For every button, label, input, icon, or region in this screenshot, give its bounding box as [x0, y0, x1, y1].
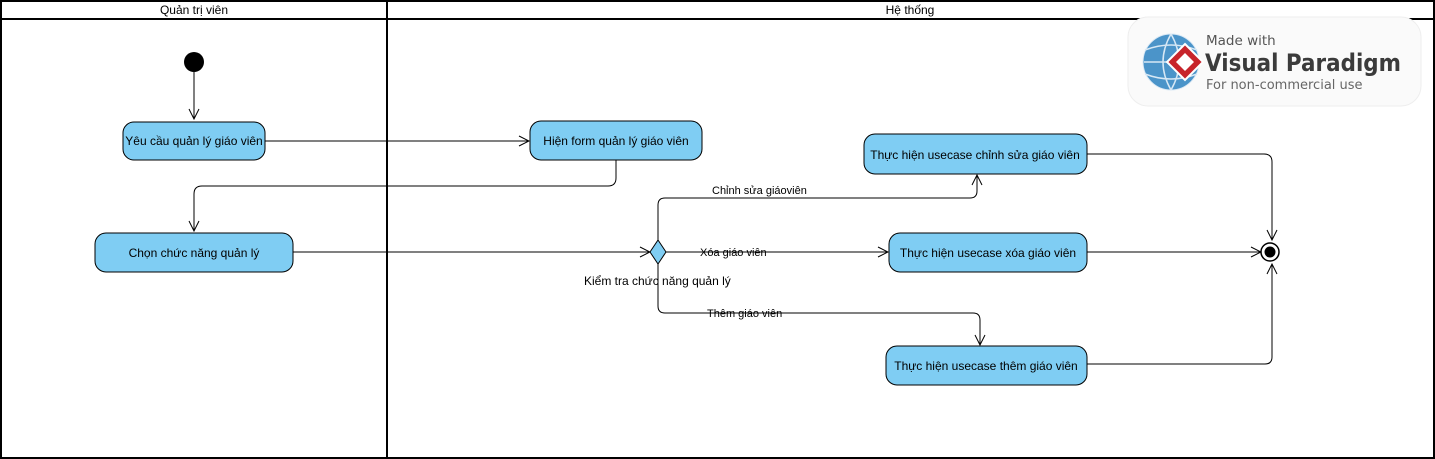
action-edit-teacher-usecase: Thực hiện usecase chỉnh sửa giáo viên — [863, 133, 1088, 175]
watermark-brand: Visual Paradigm — [1205, 49, 1401, 77]
edge-decision-to-edit — [657, 175, 977, 240]
watermark-made-with: Made with — [1206, 33, 1276, 49]
edge-add-to-end — [1087, 264, 1272, 365]
svg-text:Chọn chức năng quản lý: Chọn chức năng quản lý — [129, 246, 260, 260]
svg-text:Yêu cầu quản lý giáo viên: Yêu cầu quản lý giáo viên — [125, 134, 262, 148]
decision-label: Kiểm tra chức năng quản lý — [584, 274, 731, 288]
edge-decision-to-add — [657, 264, 980, 345]
action-add-teacher-usecase: Thực hiện usecase thêm giáo viên — [885, 345, 1088, 386]
visual-paradigm-logo-icon — [1142, 33, 1205, 91]
decision-node — [649, 239, 667, 265]
action-request-teacher-management: Yêu cầu quản lý giáo viên — [122, 121, 266, 161]
svg-text:Thực hiện usecase xóa giáo viê: Thực hiện usecase xóa giáo viên — [900, 246, 1076, 260]
start-node — [184, 52, 204, 72]
edges — [194, 72, 1272, 365]
lane-title-system: Hệ thống — [886, 3, 935, 17]
watermark: Made with Visual Paradigm For non-commer… — [1127, 16, 1422, 107]
edge-label-edit: Chỉnh sửa giáoviên — [712, 185, 807, 197]
edge-edit-to-end — [1087, 153, 1272, 240]
lane-title-admin: Quản trị viên — [160, 3, 228, 17]
action-delete-teacher-usecase: Thực hiện usecase xóa giáo viên — [888, 232, 1088, 273]
watermark-note: For non-commercial use — [1206, 78, 1363, 93]
edge-label-add: Thêm giáo viên — [707, 308, 782, 320]
edge-form-to-choose — [194, 160, 617, 231]
svg-text:Thực hiện usecase thêm giáo vi: Thực hiện usecase thêm giáo viên — [894, 359, 1077, 373]
action-choose-management-function: Chọn chức năng quản lý — [94, 232, 294, 273]
svg-text:Hiện form quản lý giáo viên: Hiện form quản lý giáo viên — [543, 134, 688, 148]
final-node — [1260, 242, 1280, 262]
action-show-management-form: Hiện form quản lý giáo viên — [529, 120, 703, 161]
svg-text:Thực hiện usecase chỉnh sửa gi: Thực hiện usecase chỉnh sửa giáo viên — [870, 148, 1080, 162]
edge-label-delete: Xóa giáo viên — [700, 247, 767, 259]
